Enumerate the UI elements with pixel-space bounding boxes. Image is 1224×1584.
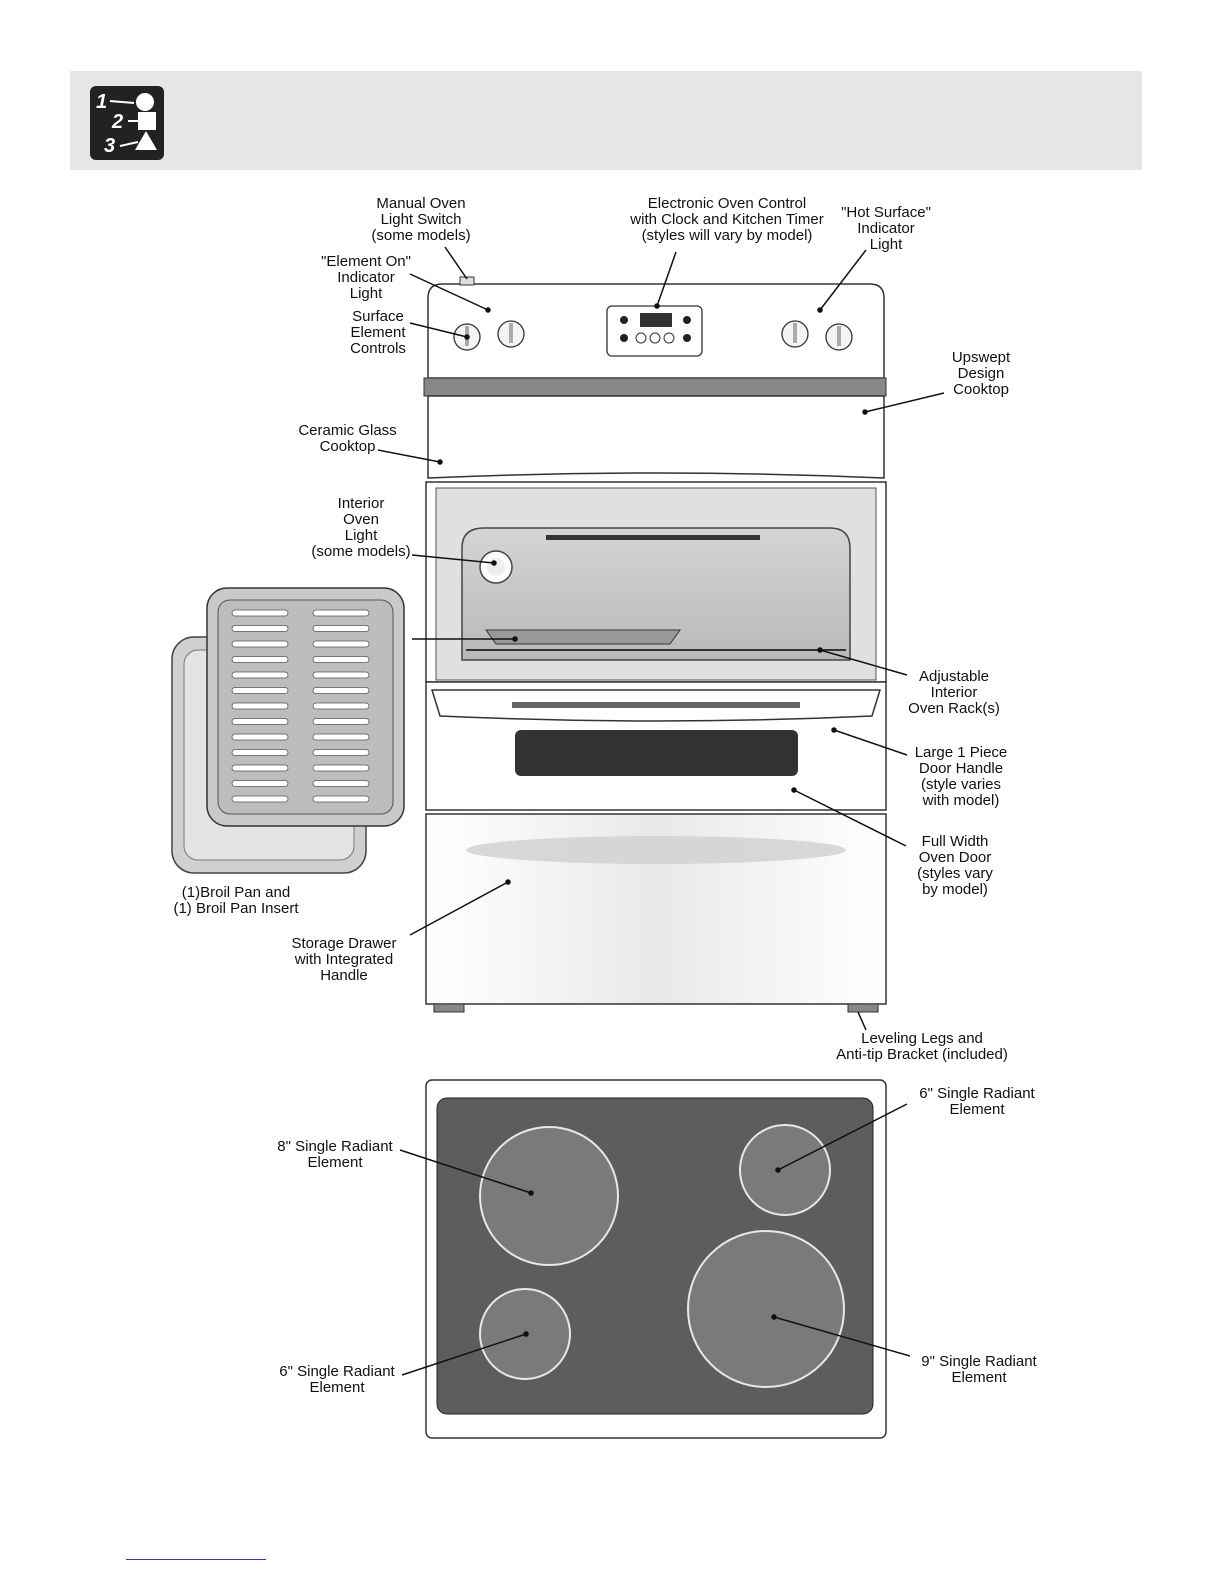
element-6-inch-right bbox=[739, 1124, 831, 1216]
broil-pan-slot bbox=[231, 702, 289, 710]
label-manual-oven-light-switch: Manual Oven Light Switch (some models) bbox=[371, 195, 471, 244]
broil-pan-slot bbox=[231, 764, 289, 772]
label-9-inch-element: 9" Single Radiant Element bbox=[921, 1353, 1037, 1386]
broil-pan-slot bbox=[312, 687, 370, 694]
broil-pan-slot bbox=[231, 718, 289, 725]
broil-pan-slot bbox=[231, 609, 289, 617]
broil-pan-slot bbox=[231, 625, 289, 632]
label-upswept-cooktop: Upswept Design Cooktop bbox=[951, 349, 1011, 398]
cooktop-top-view bbox=[425, 1079, 887, 1439]
broil-pan-slot bbox=[312, 718, 370, 725]
circle-shape-icon bbox=[136, 93, 154, 111]
label-door-handle: Large 1 Piece Door Handle (style varies … bbox=[914, 744, 1008, 809]
icon-number-2: 2 bbox=[111, 111, 123, 133]
range bbox=[423, 276, 887, 1013]
broil-pan-slot bbox=[312, 625, 370, 632]
parts-identification-icon: 1 2 3 bbox=[90, 86, 164, 160]
label-hot-surface-indicator: "Hot Surface" Indicator Light bbox=[841, 204, 931, 253]
label-storage-drawer: Storage Drawer with Integrated Handle bbox=[291, 935, 397, 984]
broil-pan-slot bbox=[312, 795, 370, 803]
upswept-cooktop bbox=[427, 395, 885, 479]
broil-pan-slot bbox=[312, 640, 370, 648]
label-full-width-oven-door: Full Width Oven Door (styles vary by mod… bbox=[917, 833, 993, 898]
label-surface-element-controls: Surface Element Controls bbox=[350, 308, 406, 357]
oven-window bbox=[515, 730, 798, 776]
icon-number-1: 1 bbox=[96, 91, 107, 113]
broil-pan-slot bbox=[312, 733, 370, 741]
label-adjustable-oven-rack: Adjustable Interior Oven Rack(s) bbox=[908, 668, 1000, 717]
broil-pan-slot bbox=[312, 609, 370, 617]
leader-lines bbox=[377, 246, 945, 1376]
broil-pan-slot bbox=[312, 656, 370, 663]
broil-pan-slot bbox=[312, 749, 370, 756]
label-8-inch-element: 8" Single Radiant Element bbox=[277, 1138, 393, 1171]
broil-pan-slot bbox=[231, 687, 289, 694]
broil-pan-slot bbox=[231, 671, 289, 679]
broil-pan-slot bbox=[312, 671, 370, 679]
broil-pan-slot bbox=[231, 749, 289, 756]
broil-pan-slot bbox=[231, 656, 289, 663]
page-link-rule bbox=[126, 1559, 266, 1560]
electronic-oven-control bbox=[606, 305, 703, 357]
icon-number-3: 3 bbox=[104, 135, 115, 157]
label-electronic-oven-control: Electronic Oven Control with Clock and K… bbox=[630, 195, 824, 244]
broil-pan-slot bbox=[231, 795, 289, 803]
broil-pan-and-insert bbox=[171, 587, 405, 874]
manual-light-switch bbox=[459, 276, 475, 286]
element-8-inch bbox=[479, 1126, 619, 1266]
header-banner bbox=[70, 71, 1142, 170]
label-leveling-legs: Leveling Legs and Anti-tip Bracket (incl… bbox=[836, 1030, 1008, 1063]
label-element-on-indicator: "Element On" Indicator Light bbox=[321, 253, 411, 302]
triangle-shape-icon bbox=[135, 131, 157, 150]
label-interior-oven-light: Interior Oven Light (some models) bbox=[311, 495, 411, 560]
element-9-inch bbox=[687, 1230, 845, 1388]
broil-pan-slot bbox=[231, 733, 289, 741]
broil-pan-slot bbox=[231, 780, 289, 787]
label-6-inch-element-top-right: 6" Single Radiant Element bbox=[919, 1085, 1035, 1118]
broil-pan-slot bbox=[312, 780, 370, 787]
broil-pan-slot bbox=[231, 640, 289, 648]
label-6-inch-element-bottom-left: 6" Single Radiant Element bbox=[279, 1363, 395, 1396]
broil-pan-slot bbox=[312, 764, 370, 772]
square-shape-icon bbox=[138, 112, 156, 130]
oven-interior bbox=[461, 527, 851, 661]
broil-element bbox=[546, 535, 760, 540]
label-ceramic-glass-cooktop: Ceramic Glass Cooktop bbox=[298, 422, 397, 455]
broil-pan-slot bbox=[312, 702, 370, 710]
label-broil-pan: (1)Broil Pan and (1) Broil Pan Insert bbox=[173, 884, 299, 917]
